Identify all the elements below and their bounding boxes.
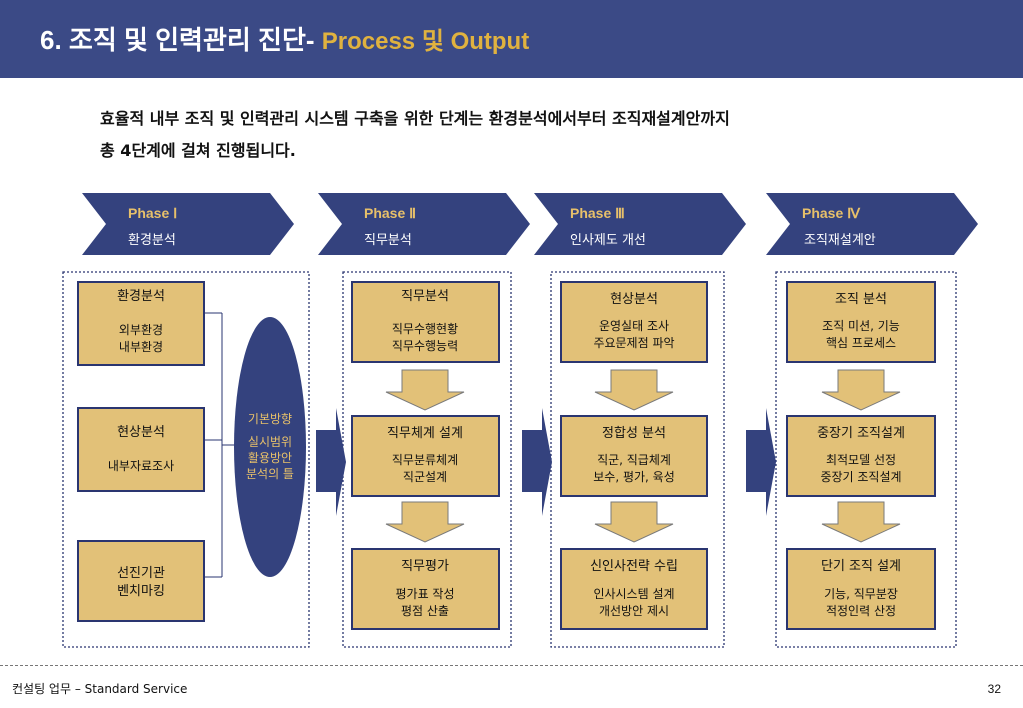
column-4-box-2-line-1: 최적모델 선정 xyxy=(826,453,896,467)
phase-1-chevron: Phase Ⅰ 환경분석 xyxy=(82,193,294,255)
phase-4-sub: 조직재설계안 xyxy=(804,233,876,248)
column-2-box-1-title: 직무분석 xyxy=(401,289,449,304)
phase-2-sub: 직무분석 xyxy=(364,233,412,248)
column-4-box-2-title: 중장기 조직설계 xyxy=(817,426,905,441)
column-4-frame xyxy=(775,271,957,648)
column-2-box-2-line-2: 직군설계 xyxy=(403,470,447,484)
column-2-box-2: 직무체계 설계 직무분류체계 직군설계 xyxy=(351,415,500,497)
column-4-box-1-title: 조직 분석 xyxy=(835,292,887,307)
column-2-box-3-line-1: 평가표 작성 xyxy=(395,587,454,601)
ellipse-line-2: 실시범위 xyxy=(248,435,292,449)
column-4-box-1-line-2: 핵심 프로세스 xyxy=(826,336,896,350)
column-3-box-1-title: 현상분석 xyxy=(610,292,658,307)
column-3-box-2: 정합성 분석 직군, 직급체계 보수, 평가, 육성 xyxy=(560,415,708,497)
column-4-box-3-line-1: 기능, 직무분장 xyxy=(824,587,898,601)
column-2-box-1-line-1: 직무수행현황 xyxy=(392,321,458,336)
header-bar: 6. 조직 및 인력관리 진단- Process 및 Output xyxy=(0,0,1023,78)
column-3-box-2-title: 정합성 분석 xyxy=(602,426,666,441)
ellipse-line-3: 활용방안 xyxy=(248,451,292,465)
column-3-box-2-line-2: 보수, 평가, 육성 xyxy=(593,470,675,484)
column-1-box-2-line-1: 내부자료조사 xyxy=(108,459,174,473)
phase-2-shape xyxy=(318,193,530,255)
column-2-box-1: 직무분석 직무수행현황 직무수행능력 xyxy=(351,281,500,363)
column-3-box-1-line-1: 운영실태 조사 xyxy=(599,319,669,333)
column-2-down-arrow-2 xyxy=(385,501,465,543)
column-2-box-3: 직무평가 평가표 작성 평점 산출 xyxy=(351,548,500,630)
column-4-down-arrow-1 xyxy=(821,369,901,411)
process-diagram: Phase Ⅰ 환경분석 Phase Ⅱ 직무분석 Phase Ⅲ 인사제도 개… xyxy=(62,193,978,648)
phase-3-name: Phase Ⅲ xyxy=(570,205,625,221)
basic-direction-ellipse: 기본방향 실시범위 활용방안 분석의 틀 xyxy=(234,317,306,577)
column-2-frame xyxy=(342,271,512,648)
column-4-box-2: 중장기 조직설계 최적모델 선정 중장기 조직설계 xyxy=(786,415,936,497)
ellipse-line-4: 분석의 틀 xyxy=(246,467,294,481)
column-3-down-arrow-1 xyxy=(594,369,674,411)
phase-1-shape xyxy=(82,193,294,255)
column-4-box-2-line-2: 중장기 조직설계 xyxy=(820,470,901,484)
column-2-box-3-title: 직무평가 xyxy=(401,559,449,574)
footer-label: 컨설팅 업무 – Standard Service xyxy=(12,682,188,696)
column-2-box-2-line-1: 직무분류체계 xyxy=(392,453,458,467)
intro-text: 효율적 내부 조직 및 인력관리 시스템 구축을 위한 단계는 환경분석에서부터… xyxy=(100,103,980,167)
column-3-box-3-line-2: 개선방안 제시 xyxy=(599,604,669,618)
column-1-box-1-title: 환경분석 xyxy=(117,289,165,304)
footer-divider xyxy=(0,665,1023,666)
phase-4-shape xyxy=(766,193,978,255)
phase-1-sub: 환경분석 xyxy=(128,233,176,248)
arrow-column-1-to-2 xyxy=(316,408,346,516)
column-2-down-arrow-1 xyxy=(385,369,465,411)
column-4-box-3-title: 단기 조직 설계 xyxy=(821,559,901,574)
column-1-box-3-line-1: 선진기관 xyxy=(117,566,165,581)
column-1-box-2-title: 현상분석 xyxy=(117,425,165,440)
phase-3-chevron: Phase Ⅲ 인사제도 개선 xyxy=(534,193,746,255)
page-title-sub: Process 및 Output xyxy=(321,28,530,55)
column-4-box-3: 단기 조직 설계 기능, 직무분장 적정인력 산정 xyxy=(786,548,936,630)
phase-4-name: Phase Ⅳ xyxy=(802,205,861,221)
arrow-column-3-to-4 xyxy=(746,408,776,516)
phase-3-sub: 인사제도 개선 xyxy=(570,233,646,248)
column-2-box-3-line-2: 평점 산출 xyxy=(401,604,449,618)
column-3-box-1: 현상분석 운영실태 조사 주요문제점 파악 xyxy=(560,281,708,363)
phase-2-chevron: Phase Ⅱ 직무분석 xyxy=(318,193,530,255)
column-1-box-1: 환경분석 외부환경 내부환경 xyxy=(77,281,205,366)
arrow-column-2-to-3 xyxy=(522,408,552,516)
page-title: 6. 조직 및 인력관리 진단- Process 및 Output xyxy=(40,20,529,57)
column-2-box-2-title: 직무체계 설계 xyxy=(387,426,463,441)
intro-line-1: 효율적 내부 조직 및 인력관리 시스템 구축을 위한 단계는 환경분석에서부터… xyxy=(100,109,730,128)
page-number: 32 xyxy=(987,682,1001,696)
column-4-down-arrow-2 xyxy=(821,501,901,543)
column-3-box-1-line-2: 주요문제점 파악 xyxy=(593,336,674,350)
column-3-box-3-title: 신인사전략 수립 xyxy=(590,559,678,574)
column-1-box-3: 선진기관 벤치마킹 xyxy=(77,540,205,622)
ellipse-line-1: 기본방향 xyxy=(248,412,292,426)
column-4-box-1-line-1: 조직 미션, 기능 xyxy=(822,319,900,333)
intro-line-2-prefix: 총 xyxy=(100,141,121,160)
phase-4-chevron: Phase Ⅳ 조직재설계안 xyxy=(766,193,978,255)
column-3-box-2-line-1: 직군, 직급체계 xyxy=(597,453,671,467)
column-4-box-1: 조직 분석 조직 미션, 기능 핵심 프로세스 xyxy=(786,281,936,363)
column-1-box-1-line-1: 외부환경 xyxy=(119,323,163,337)
column-4-box-3-line-2: 적정인력 산정 xyxy=(826,604,896,618)
column-2-box-1-line-2: 직무수행능력 xyxy=(392,338,458,353)
intro-line-2: 총 4단계에 걸쳐 진행됩니다. xyxy=(100,135,980,167)
column-3-down-arrow-2 xyxy=(594,501,674,543)
column-1-connectors xyxy=(204,312,240,578)
column-1-box-3-line-2: 벤치마킹 xyxy=(117,584,165,599)
column-3-box-3: 신인사전략 수립 인사시스템 설계 개선방안 제시 xyxy=(560,548,708,630)
intro-line-2-number: 4 xyxy=(120,141,132,160)
column-3-box-3-line-1: 인사시스템 설계 xyxy=(593,587,674,601)
phase-1-name: Phase Ⅰ xyxy=(128,205,177,221)
intro-line-2-suffix: 단계에 걸쳐 진행됩니다. xyxy=(131,141,296,160)
phase-3-shape xyxy=(534,193,746,255)
phase-2-name: Phase Ⅱ xyxy=(364,205,416,221)
column-1-box-2: 현상분석 내부자료조사 xyxy=(77,407,205,492)
column-1-frame xyxy=(62,271,310,648)
column-1-box-1-line-2: 내부환경 xyxy=(119,340,163,354)
page-title-main: 6. 조직 및 인력관리 진단- xyxy=(40,25,322,55)
